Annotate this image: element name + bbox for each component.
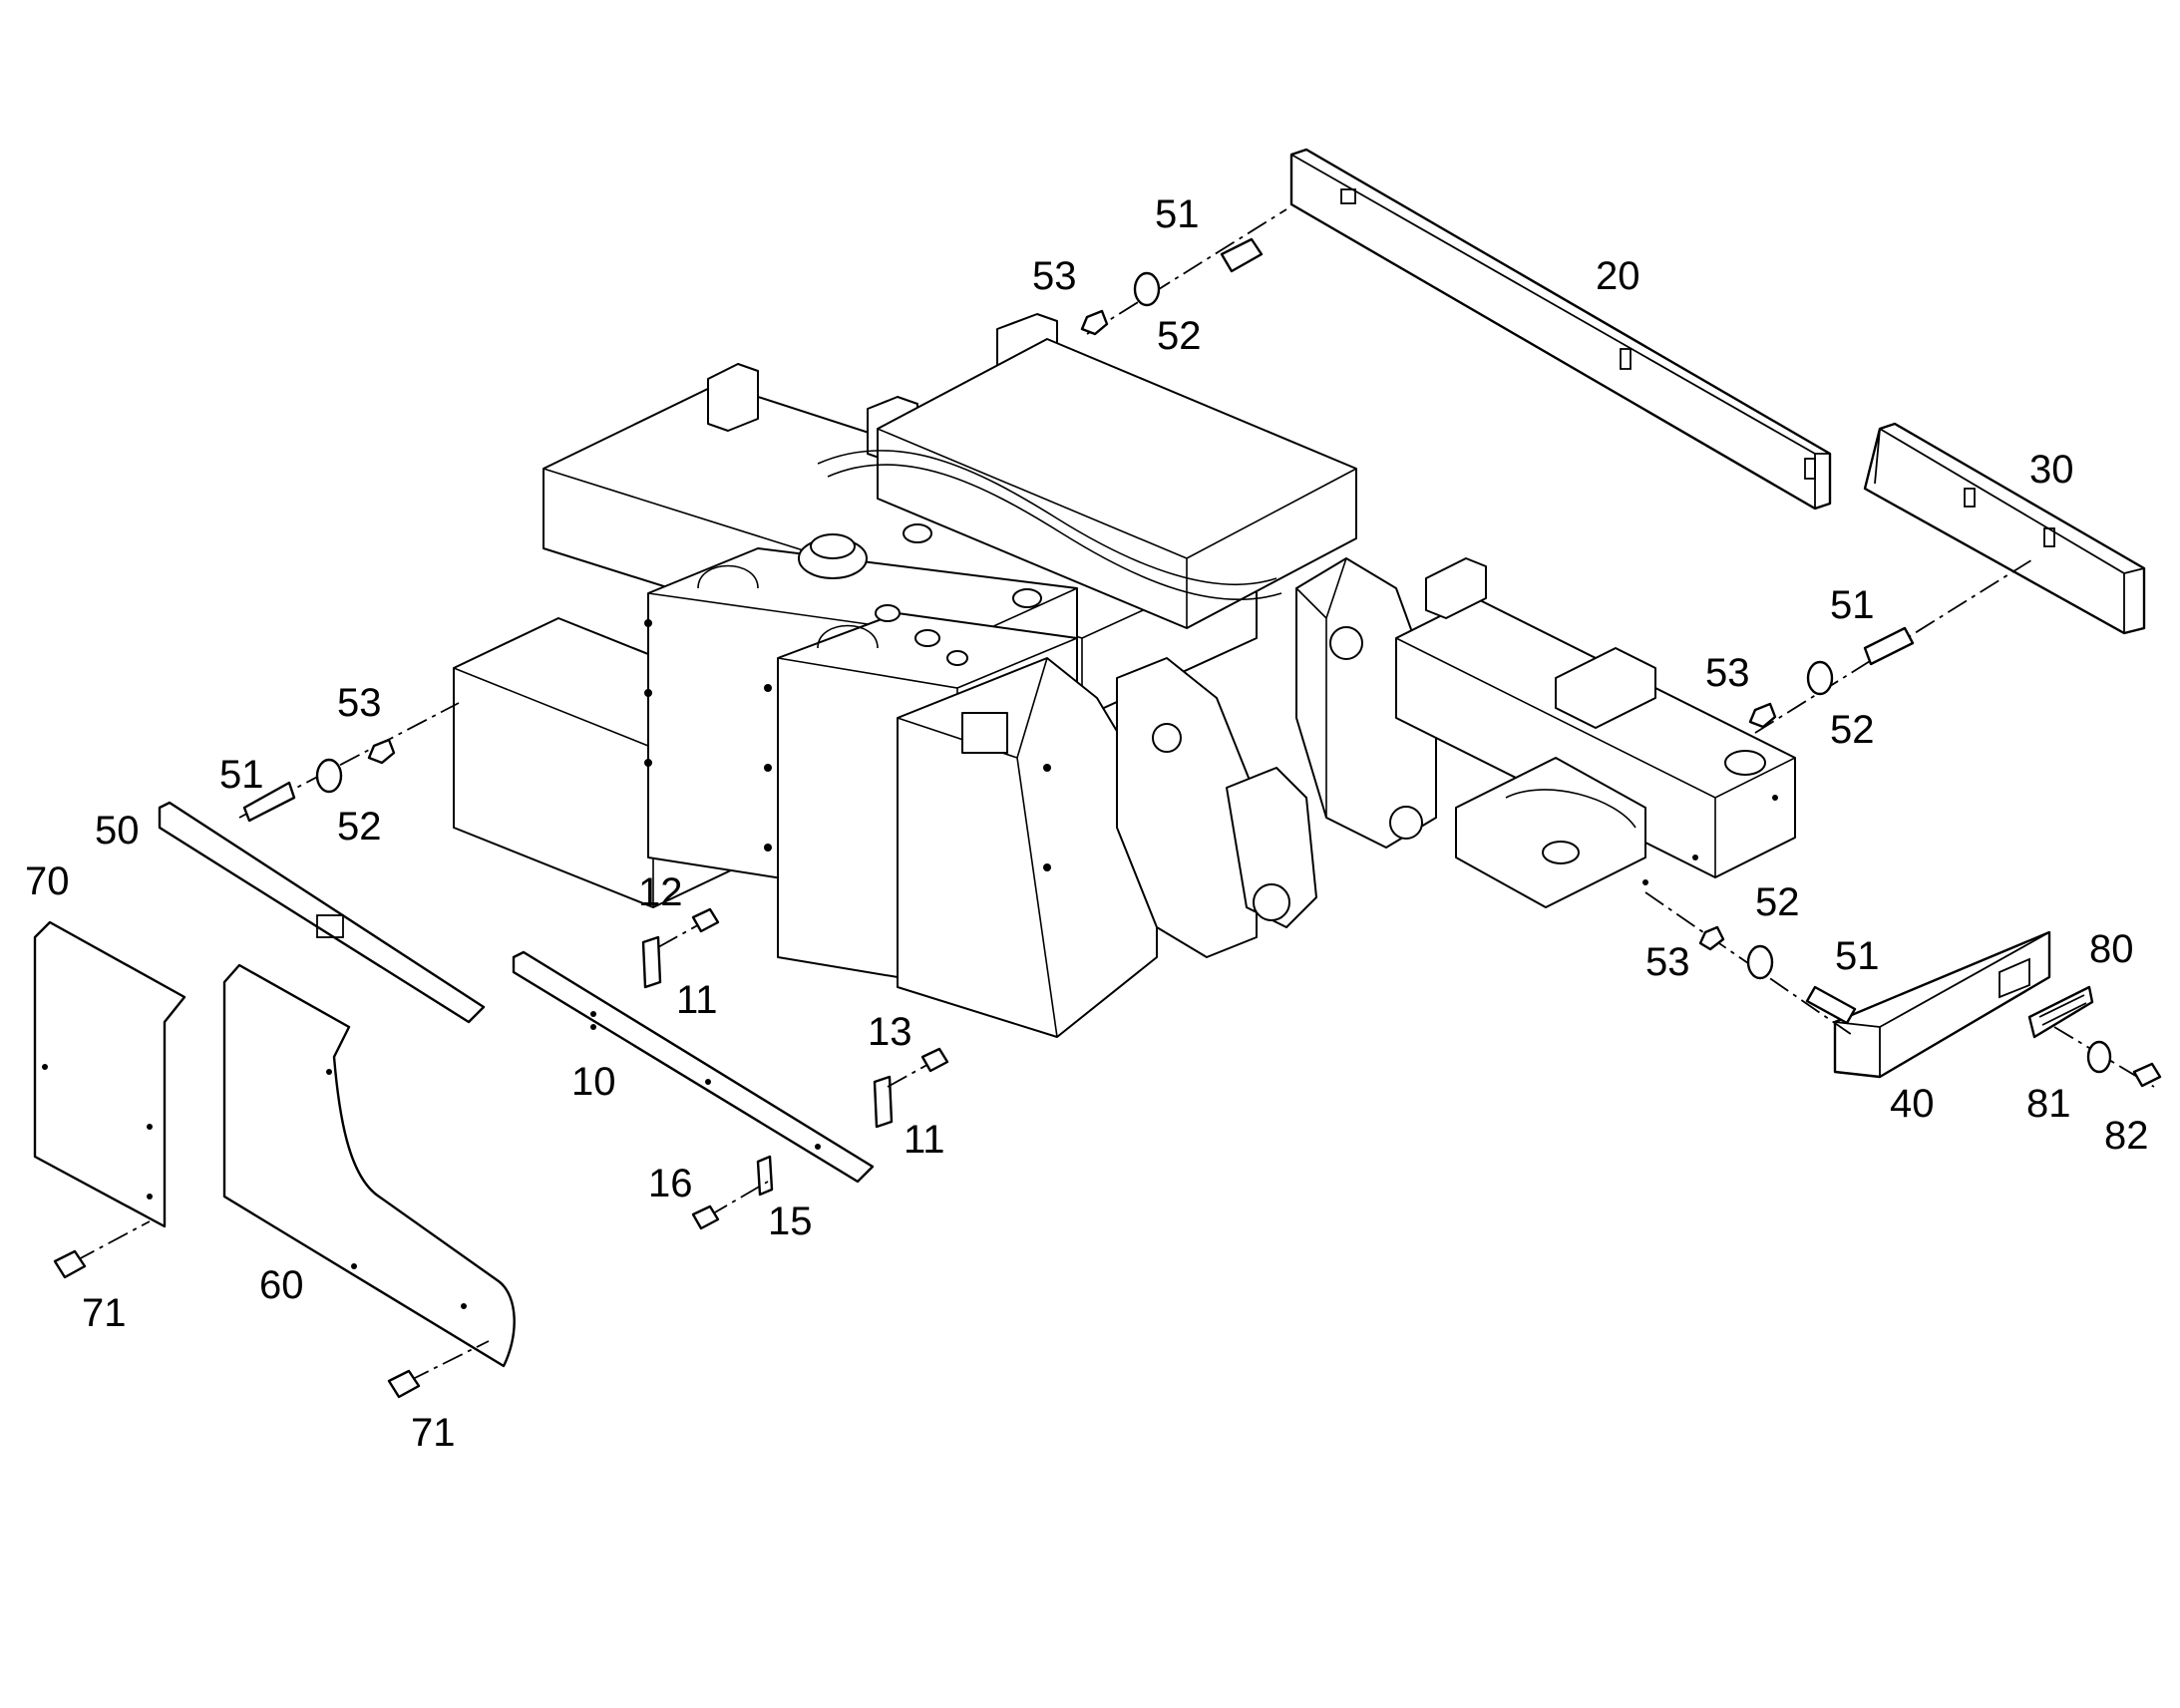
callout-20: 20 xyxy=(1596,254,1640,298)
part-40-panel xyxy=(1833,930,2051,1079)
callout-51: 51 xyxy=(1155,192,1200,236)
callout-52: 52 xyxy=(1755,880,1800,924)
bolt-12 xyxy=(657,907,720,948)
part-70-shield xyxy=(33,920,186,1228)
fastener-stack-left xyxy=(238,702,460,823)
callout-71: 71 xyxy=(82,1291,127,1335)
callout-50: 50 xyxy=(95,809,140,853)
part-80-grille xyxy=(2027,985,2094,1039)
callout-52: 52 xyxy=(337,805,382,849)
bolt-16 xyxy=(691,1181,769,1230)
part-60-shield xyxy=(222,963,516,1368)
callout-51: 51 xyxy=(1835,934,1880,978)
fastener-stack-right-upper xyxy=(1748,557,2035,734)
callout-71: 71 xyxy=(411,1411,456,1455)
part-11-plate-upper xyxy=(641,935,662,989)
part-11-plate-lower xyxy=(873,1075,894,1129)
callout-15: 15 xyxy=(768,1199,813,1243)
fastener-stack-right-lower xyxy=(1644,891,1857,1038)
callout-12: 12 xyxy=(638,870,683,914)
callout-16: 16 xyxy=(648,1162,693,1205)
callout-81: 81 xyxy=(2026,1082,2071,1126)
callout-11: 11 xyxy=(904,1118,945,1162)
callout-11: 11 xyxy=(676,978,718,1022)
callout-53: 53 xyxy=(337,681,382,725)
upper-frame-assembly xyxy=(453,313,1796,1038)
callout-40: 40 xyxy=(1890,1082,1935,1126)
part-15-plate xyxy=(756,1155,774,1196)
bolt-82 xyxy=(2132,1062,2162,1088)
callout-10: 10 xyxy=(571,1060,616,1104)
callout-52: 52 xyxy=(1830,708,1875,752)
callout-30: 30 xyxy=(2029,448,2074,492)
callout-51: 51 xyxy=(1830,583,1875,627)
callout-80: 80 xyxy=(2089,927,2134,971)
callout-labels: 10 11 11 12 13 15 16 20 30 40 50 51 51 5… xyxy=(25,192,2149,1455)
bolt-71-lower xyxy=(387,1340,490,1399)
callout-82: 82 xyxy=(2104,1114,2149,1158)
callout-53: 53 xyxy=(1032,254,1077,298)
callout-53: 53 xyxy=(1705,651,1750,695)
callout-60: 60 xyxy=(259,1263,304,1307)
part-10-bar xyxy=(512,950,875,1184)
callout-51: 51 xyxy=(219,753,264,797)
part-20-beam xyxy=(1289,148,1832,511)
callout-70: 70 xyxy=(25,859,70,903)
callout-13: 13 xyxy=(868,1010,912,1054)
part-30-beam xyxy=(1863,422,2146,635)
bolt-71-upper xyxy=(53,1220,151,1279)
part-50-bracket xyxy=(158,801,486,1024)
fastener-stack-top xyxy=(1080,208,1287,336)
bolt-13 xyxy=(887,1047,949,1088)
callout-52: 52 xyxy=(1157,314,1202,358)
callout-53: 53 xyxy=(1645,940,1690,984)
